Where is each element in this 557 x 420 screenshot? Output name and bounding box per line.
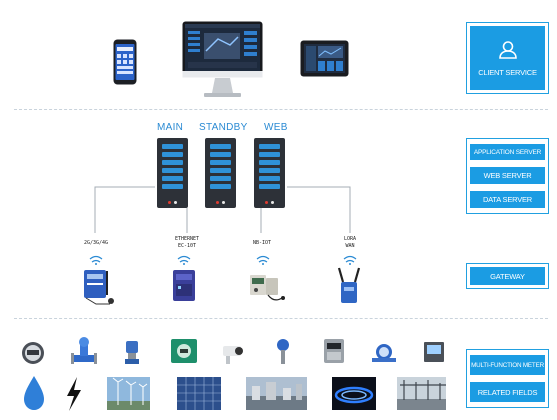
client-service-panel: CLIENT SERVICE (466, 22, 549, 94)
multi-function-meter-button[interactable]: MULTI-FUNCTION METER (470, 355, 545, 375)
pressure-transmitter-icon (125, 341, 139, 364)
meter-icon (22, 342, 44, 364)
gas-meter-icon (324, 339, 344, 363)
related-fields-button[interactable]: RELATED FIELDS (470, 382, 545, 402)
server-label-main: MAIN (157, 122, 184, 133)
application-server-panel: APPLICATION SERVER WEB SERVER DATA SERVE… (466, 138, 549, 214)
network-label-cellular: 2G/3G/4G (83, 240, 109, 246)
ethernet-gateway-device (173, 270, 195, 301)
gateway-panel: GATEWAY (466, 263, 549, 289)
web-server-button[interactable]: WEB SERVER (470, 167, 545, 184)
lightning-icon (67, 377, 81, 411)
main-server-rack (157, 138, 188, 208)
web-server-rack (254, 138, 285, 208)
camera-icon (223, 346, 243, 364)
desktop-monitor (182, 21, 263, 99)
lora-module-device (337, 267, 361, 303)
probe-sensor-icon (277, 339, 289, 364)
network-label-nbiot: NB-IOT (252, 240, 272, 246)
substation-tile (397, 377, 446, 410)
wifi-icon (89, 255, 357, 263)
nbiot-module-device (250, 275, 285, 301)
cellular-dtu-device (84, 270, 114, 305)
tier-divider-top (14, 109, 548, 110)
wind-farm-tile (107, 377, 150, 410)
solar-panel-tile (177, 377, 221, 410)
water-meter-icon (372, 344, 396, 362)
client-service-button[interactable]: CLIENT SERVICE (470, 26, 545, 90)
tablet (300, 40, 349, 77)
power-meter-icon (424, 342, 444, 362)
gas-flame-tile (332, 377, 376, 410)
fields-panel: MULTI-FUNCTION METER RELATED FIELDS (466, 349, 549, 408)
gateway-button[interactable]: GATEWAY (470, 267, 545, 285)
tier-divider-bottom (14, 318, 548, 319)
server-label-standby: STANDBY (199, 122, 248, 133)
smartphone (113, 39, 137, 85)
energy-meter-box-icon (171, 339, 197, 363)
user-icon (498, 40, 518, 62)
server-label-web: WEB (264, 122, 288, 133)
water-drop-icon (24, 376, 44, 410)
application-server-button[interactable]: APPLICATION SERVER (470, 144, 545, 160)
standby-server-rack (205, 138, 236, 208)
data-server-button[interactable]: DATA SERVER (470, 191, 545, 208)
client-service-label: CLIENT SERVICE (478, 67, 537, 77)
industrial-plant-tile (246, 377, 307, 410)
flowmeter-icon (71, 337, 97, 364)
